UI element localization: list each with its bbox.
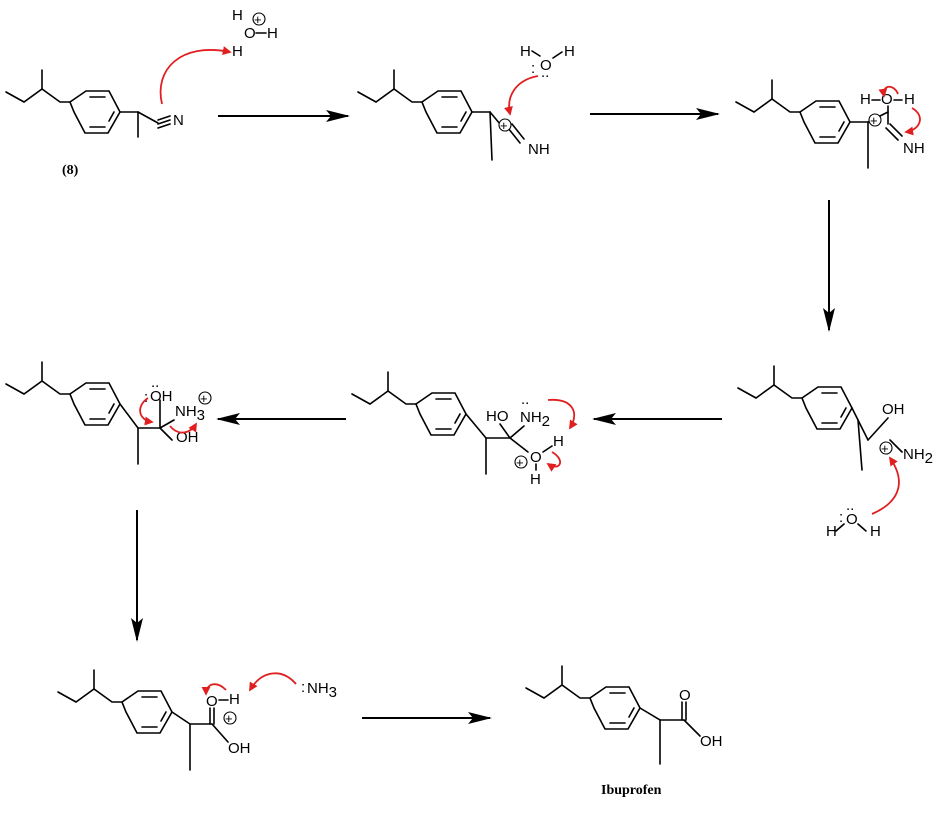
hydronium-h: H <box>232 43 243 60</box>
positive-charge-sign: + <box>500 118 508 133</box>
carbonyl-o: O <box>679 687 691 704</box>
hydroxyl-oh: OH <box>150 388 173 405</box>
lone-pair: .. <box>846 497 854 514</box>
carbonyl-o: O <box>206 693 218 710</box>
water-o: O <box>540 57 552 74</box>
positive-charge-sign: + <box>870 113 878 128</box>
electron-push-arrow <box>871 456 900 515</box>
positive-charge-icon <box>514 455 528 469</box>
electron-push-arrow <box>249 672 297 692</box>
hydronium-h: H <box>232 7 243 24</box>
water-nucleophile: H O H .. : <box>826 497 881 540</box>
lone-pair: : <box>301 679 305 696</box>
oxonium-o: O <box>881 91 893 108</box>
lone-pair: : <box>531 60 535 77</box>
electron-push-arrow <box>159 46 232 105</box>
electron-push-arrow <box>139 397 154 426</box>
positive-charge-icon <box>252 12 266 26</box>
hydroxyl-ho: HO <box>486 408 509 425</box>
positive-charge-sign: + <box>881 441 889 456</box>
compound-8-nitrile: N (8) <box>5 69 184 178</box>
oxonium-h: H <box>553 433 564 450</box>
water-o: O <box>846 511 858 528</box>
water-h: H <box>520 43 531 60</box>
imine-nh: NH <box>528 141 550 158</box>
oxonium-h: H <box>860 91 871 108</box>
amine-nh2: NH2 <box>520 409 550 430</box>
ammonia-nh3: NH3 <box>307 680 337 701</box>
electron-push-arrow <box>504 75 539 116</box>
hydronium-h: H <box>267 25 278 42</box>
electron-push-arrow <box>547 399 578 430</box>
electron-push-arrow <box>878 85 899 98</box>
electron-push-arrow <box>201 683 227 696</box>
positive-charge-icon <box>198 391 212 405</box>
nitrile-n: N <box>173 112 184 129</box>
water-h: H <box>870 523 881 540</box>
tetrahedral-oxonium-intermediate: HO NH2 .. + O H H <box>351 371 564 488</box>
imine-nh: NH <box>903 140 925 157</box>
hydroxyl-oh: OH <box>700 733 723 750</box>
ammonia-base: : NH3 <box>301 679 337 701</box>
electron-push-arrow <box>169 422 197 434</box>
lone-pair: : <box>839 509 843 526</box>
electron-push-arrow <box>904 107 921 136</box>
ibuprofen-product: O OH Ibuprofen <box>525 665 723 798</box>
water-h: H <box>826 523 837 540</box>
positive-charge-icon <box>223 711 237 725</box>
oxonium-o: O <box>530 449 542 466</box>
positive-charge-icon <box>879 441 893 455</box>
carbocation-intermediate: OH + NH2 <box>737 365 933 471</box>
ibuprofen-label: Ibuprofen <box>601 783 662 798</box>
positive-charge-icon <box>868 113 882 127</box>
water-nucleophile: H O H .. : <box>520 43 575 81</box>
oxonium-h: H <box>904 91 915 108</box>
positive-charge-sign: + <box>254 12 262 27</box>
electron-push-arrow <box>546 451 561 472</box>
lone-pair: .. <box>151 374 159 391</box>
positive-charge-icon <box>498 118 512 132</box>
hydronium-o: O <box>244 25 256 42</box>
amine-nh2: NH2 <box>903 446 933 467</box>
ammonium-nh3: NH3 <box>175 403 205 424</box>
water-h: H <box>564 43 575 60</box>
oxonium-imidate: H O H + NH <box>735 79 925 169</box>
nitrilium-intermediate: + NH <box>357 69 550 161</box>
positive-charge-sign: + <box>516 455 524 470</box>
hydroxyl-oh: OH <box>882 401 905 418</box>
hydronium-ion: H O H H + <box>232 7 278 60</box>
oxonium-h: H <box>229 691 240 708</box>
positive-charge-sign: + <box>225 711 233 726</box>
oxonium-h: H <box>530 471 541 488</box>
lone-pair: : <box>144 389 148 406</box>
hydroxyl-oh: OH <box>228 740 251 757</box>
protonated-acid-intermediate: O H + OH <box>57 669 251 771</box>
lone-pair: .. <box>521 391 529 408</box>
positive-charge-sign: + <box>200 391 208 406</box>
compound-8-label: (8) <box>62 163 79 178</box>
diol-ammonium-intermediate: : .. OH NH3 + OH <box>5 361 212 465</box>
lone-pair: .. <box>541 64 549 81</box>
